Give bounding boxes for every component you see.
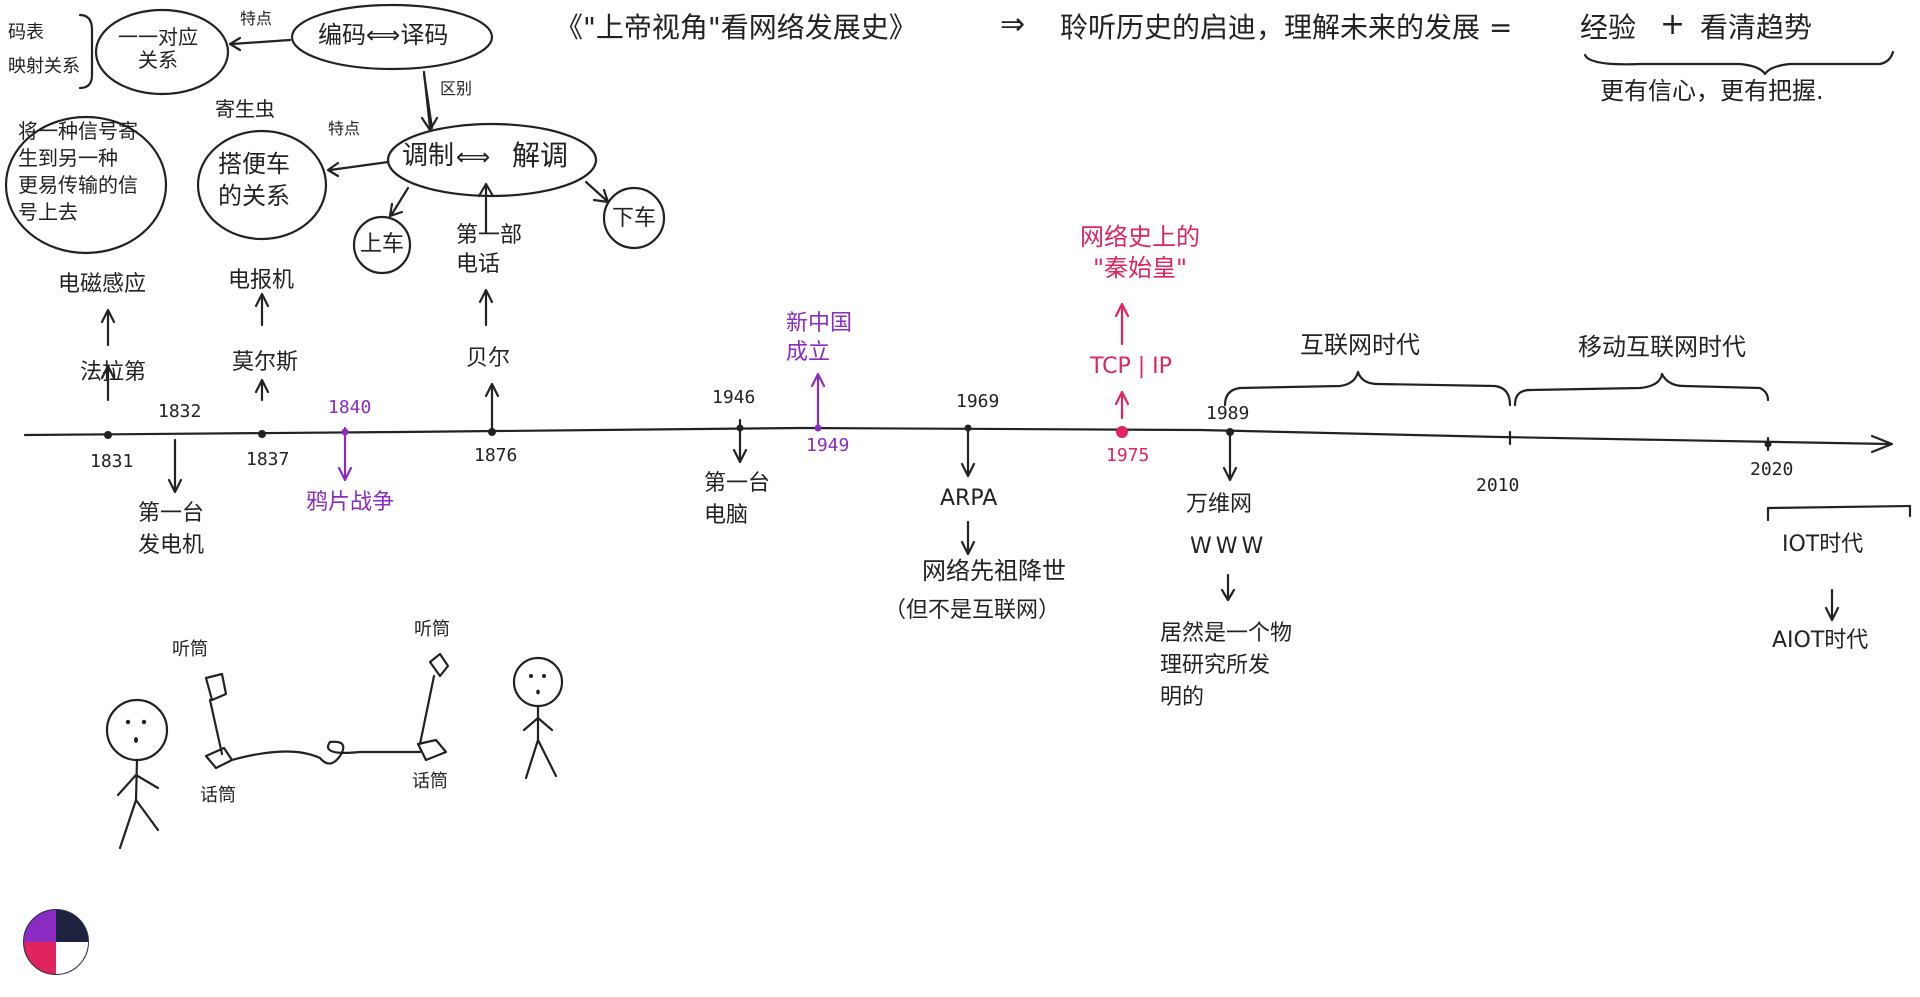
feature-label-2: 特点: [328, 119, 361, 138]
difference-label: 区别: [440, 79, 473, 98]
arrow-to-get-off: [584, 180, 608, 202]
year-1969: 1969: [956, 391, 1000, 412]
receiver-left-label: 听筒: [172, 639, 208, 660]
person-left-head: [105, 698, 169, 762]
timeline-axis: [23, 426, 1892, 446]
header-arrow: ⇒: [1000, 7, 1026, 42]
parasite-definition: 将一种信号寄 生到另一种 更易传输的信 号上去: [18, 119, 138, 224]
parasite-label: 寄生虫: [215, 97, 275, 121]
receiver-right-label: 听筒: [414, 619, 450, 640]
aiot-era-label: AIOT时代: [1772, 628, 1869, 653]
first-phone-label: 第一部 电话: [456, 223, 523, 277]
header-confidence: 更有信心，更有把握.: [1600, 77, 1824, 105]
hitchhike-label: 搭便车 的关系: [218, 150, 290, 211]
mouthpiece-right-label: 话筒: [412, 771, 448, 792]
year-1946: 1946: [712, 387, 756, 408]
internet-era-brace: [1223, 370, 1512, 407]
modulate-label: 调制: [402, 141, 455, 171]
tcpip-dot: [1116, 426, 1128, 438]
phone-wire: [230, 740, 422, 765]
get-off-label: 下车: [612, 206, 657, 231]
new-china-label: 新中国 成立: [786, 311, 853, 365]
page-title: 《"上帝视角"看网络发展史》: [555, 11, 917, 44]
year-1831: 1831: [90, 451, 134, 472]
mouthpiece-left: [204, 746, 234, 770]
feature-label-1: 特点: [240, 9, 273, 28]
receiver-right: [418, 652, 450, 746]
iot-era-label: IOT时代: [1782, 532, 1864, 557]
timeline-arrowhead: [1870, 434, 1894, 454]
iot-era-bracket: [1766, 504, 1912, 522]
year-1949: 1949: [806, 435, 850, 456]
year-2020: 2020: [1750, 459, 1794, 480]
faraday-label: 法拉第: [80, 360, 147, 385]
double-arrow: ⟺: [456, 143, 491, 171]
receiver-left: [204, 672, 228, 756]
year-2010: 2010: [1476, 475, 1520, 496]
mobile-era-brace: [1513, 372, 1770, 407]
tcpip-label: TCP | IP: [1090, 354, 1172, 379]
header-experience: 经验: [1580, 11, 1637, 44]
ancestor-label: 网络先祖降世: [922, 557, 1066, 585]
first-generator-label: 第一台 发电机: [138, 501, 205, 558]
faces: [125, 674, 546, 743]
arpa-label: ARPA: [940, 486, 998, 511]
not-internet-label: （但不是互联网）: [884, 598, 1061, 623]
parasite-def-bubble: [4, 115, 168, 255]
demodulate-label: 解调: [512, 139, 569, 172]
www-label: WWW: [1190, 534, 1268, 559]
header-plus: +: [1660, 7, 1686, 42]
first-computer-label: 第一台 电脑: [704, 471, 771, 528]
mapping-bracket: [78, 13, 94, 90]
year-1975: 1975: [1106, 445, 1150, 466]
telegraph-label: 电报机: [228, 268, 295, 293]
web-label: 万维网: [1186, 492, 1253, 517]
get-on-label: 上车: [360, 232, 405, 257]
bell-label: 贝尔: [466, 346, 511, 371]
encode-decode-label: 编码⟺译码: [318, 21, 449, 49]
year-1876: 1876: [474, 445, 518, 466]
year-1840: 1840: [328, 397, 372, 418]
header-motto: 聆听历史的启迪，理解未来的发展 =: [1060, 11, 1513, 44]
arrow-to-get-on: [390, 186, 410, 216]
get-on-bubble: [352, 215, 412, 275]
morse-label: 莫尔斯: [232, 350, 299, 375]
year-1837: 1837: [246, 449, 290, 470]
header-trend: 看清趋势: [1700, 11, 1813, 44]
electromagnetic-label: 电磁感应: [58, 272, 147, 297]
encode-decode-bubble: [290, 3, 494, 71]
opium-war-label: 鸦片战争: [306, 490, 395, 515]
year-1832: 1832: [158, 401, 202, 422]
one-to-one-bubble: [94, 8, 230, 96]
internet-era-label: 互联网时代: [1300, 331, 1420, 359]
one-to-one-label: 一一对应 关系: [118, 25, 198, 72]
person-right-body: [522, 704, 558, 780]
person-left-body: [116, 758, 160, 850]
cern-label: 居然是一个物 理研究所发 明的: [1160, 621, 1293, 710]
hitchhike-bubble: [196, 129, 328, 241]
person-right-head: [512, 656, 564, 708]
mobile-era-label: 移动互联网时代: [1578, 333, 1746, 361]
qin-label: 网络史上的 "秦始皇": [1080, 223, 1200, 283]
year-1989: 1989: [1206, 403, 1250, 424]
app-logo: [23, 909, 89, 975]
arrow-encode-to-onetoone: [230, 38, 292, 46]
timeline-dots: [104, 424, 1772, 448]
confidence-brace: [1583, 50, 1895, 76]
mapping-relation: 码表 映射关系: [8, 22, 80, 78]
get-off-bubble: [602, 186, 666, 250]
arrow-modulate-to-hitchhike: [328, 160, 390, 172]
mouthpiece-right: [416, 738, 448, 762]
mouthpiece-left-label: 话筒: [200, 785, 236, 806]
